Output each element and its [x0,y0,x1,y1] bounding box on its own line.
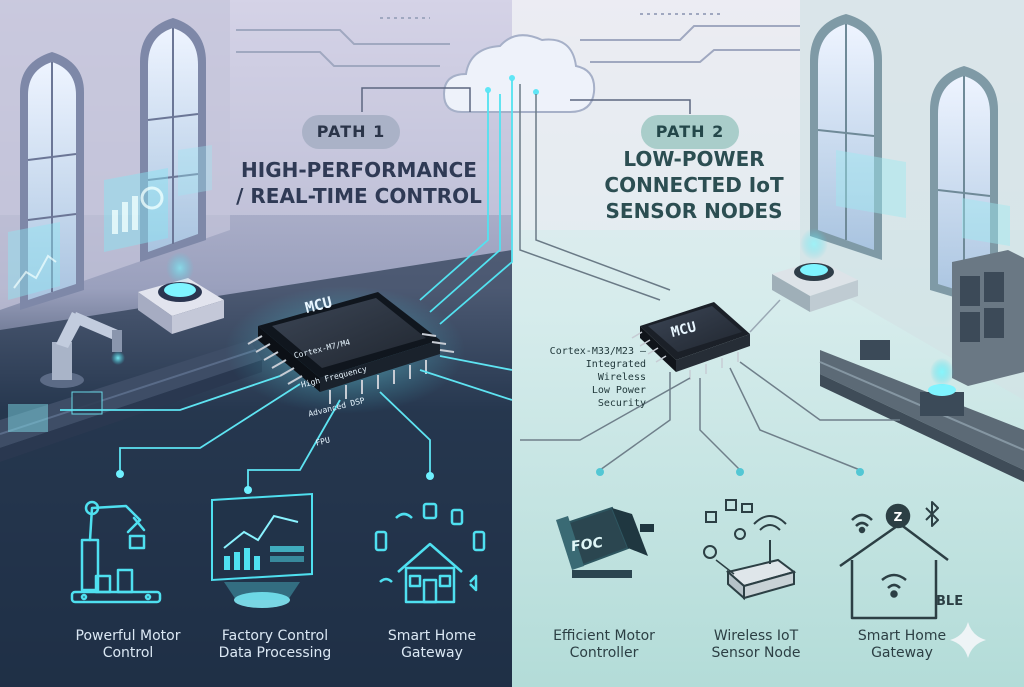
app-label-smart-home-gateway-right: Smart Home Gateway [822,628,982,662]
cloud-to-mcu2-traces [519,84,671,301]
right-window-1 [810,14,882,260]
mcu1-spec: Advanced DSP [307,395,366,419]
motor-icon [556,506,654,578]
holo-panel-left-1 [8,222,60,300]
path2-heading: LOW-POWER CONNECTED IoT SENSOR NODES [580,146,808,224]
path2-heading-line1: LOW-POWER [623,147,765,171]
app-label-line: Efficient Motor [553,628,655,644]
mcu-chip-low-power [631,302,750,380]
pedestal-right [772,228,858,312]
app-label-smart-home-gateway-left: Smart Home Gateway [352,628,512,662]
mcu2-spec: Integrated Wireless [585,359,646,383]
dashboard-icon [211,492,313,608]
robot-arm-left [40,312,125,388]
zwave-icon: Z [894,510,903,524]
app-label-line: Control [102,645,154,661]
ble-label: BLE [936,594,964,609]
server-cabinet-right [952,250,1024,386]
holo-panel-right [836,150,1010,246]
cloud-icon [442,34,596,113]
app-label-factory-control: Factory Control Data Processing [195,628,355,662]
path1-heading-line1: HIGH-PERFORMANCE [241,158,477,182]
path1-heading-line2: / REAL-TIME CONTROL [236,184,482,208]
sensor-node-right [860,340,964,416]
mcu2-specs: Cortex-M33/M23 — Integrated Wireless Low… [534,345,646,410]
app-label-line: Smart Home [857,628,947,644]
app-label-line: Smart Home [387,628,477,644]
app-label-line: Sensor Node [711,645,801,661]
mcu2-spec: Low Power [591,385,646,396]
app-label-wireless-sensor: Wireless IoT Sensor Node [676,628,836,662]
app-label-line: Wireless IoT [713,628,799,644]
holo-panel-left-2 [104,168,168,252]
mcu2-app-traces [520,361,900,471]
right-window-2 [930,66,998,310]
app-label-efficient-motor: Efficient Motor Controller [524,628,684,662]
smart-home-icon-right [839,501,949,620]
mcu1-spec: Cortex-M7/M4 [292,337,352,361]
mcu1-spec: High Frequency [300,364,368,390]
sensor-node-icon [703,499,797,601]
app-label-line: Data Processing [218,645,332,661]
mcu2-spec: Cortex-M33/M23 — [549,346,646,357]
mcu2-spec: Security [597,398,646,409]
app-label-line: Factory Control [221,628,329,644]
mcu1-app-traces [60,355,513,488]
app-label-line: Powerful Motor [75,628,181,644]
cloud-links [361,87,691,114]
path2-badge: PATH 2 [641,115,739,149]
left-window-1 [20,52,84,310]
left-conveyor [0,340,262,462]
path2-heading-line2: CONNECTED IoT [604,173,784,197]
holo-box-left [8,391,103,432]
app-label-line: Controller [569,645,639,661]
pedestal-left [138,252,224,334]
app-label-motor-control: Powerful Motor Control [48,628,208,662]
holo-panel-left-3 [178,145,212,196]
sparkle-icon [950,622,986,658]
cloud-to-mcu1-traces [419,80,513,325]
path1-badge: PATH 1 [302,115,400,149]
app-label-line: Gateway [871,645,933,661]
smart-home-icon-left [374,502,486,604]
path1-heading: HIGH-PERFORMANCE / REAL-TIME CONTROL [228,157,490,209]
circuit-traces-top [236,13,800,67]
mcu-chip-high-performance [225,286,465,414]
mcu1-spec: FPU [314,435,331,448]
robot-arm-icon [70,500,162,604]
chip-pins [247,333,455,404]
path2-heading-line3: SENSOR NODES [605,199,783,223]
app-label-line: Gateway [401,645,463,661]
